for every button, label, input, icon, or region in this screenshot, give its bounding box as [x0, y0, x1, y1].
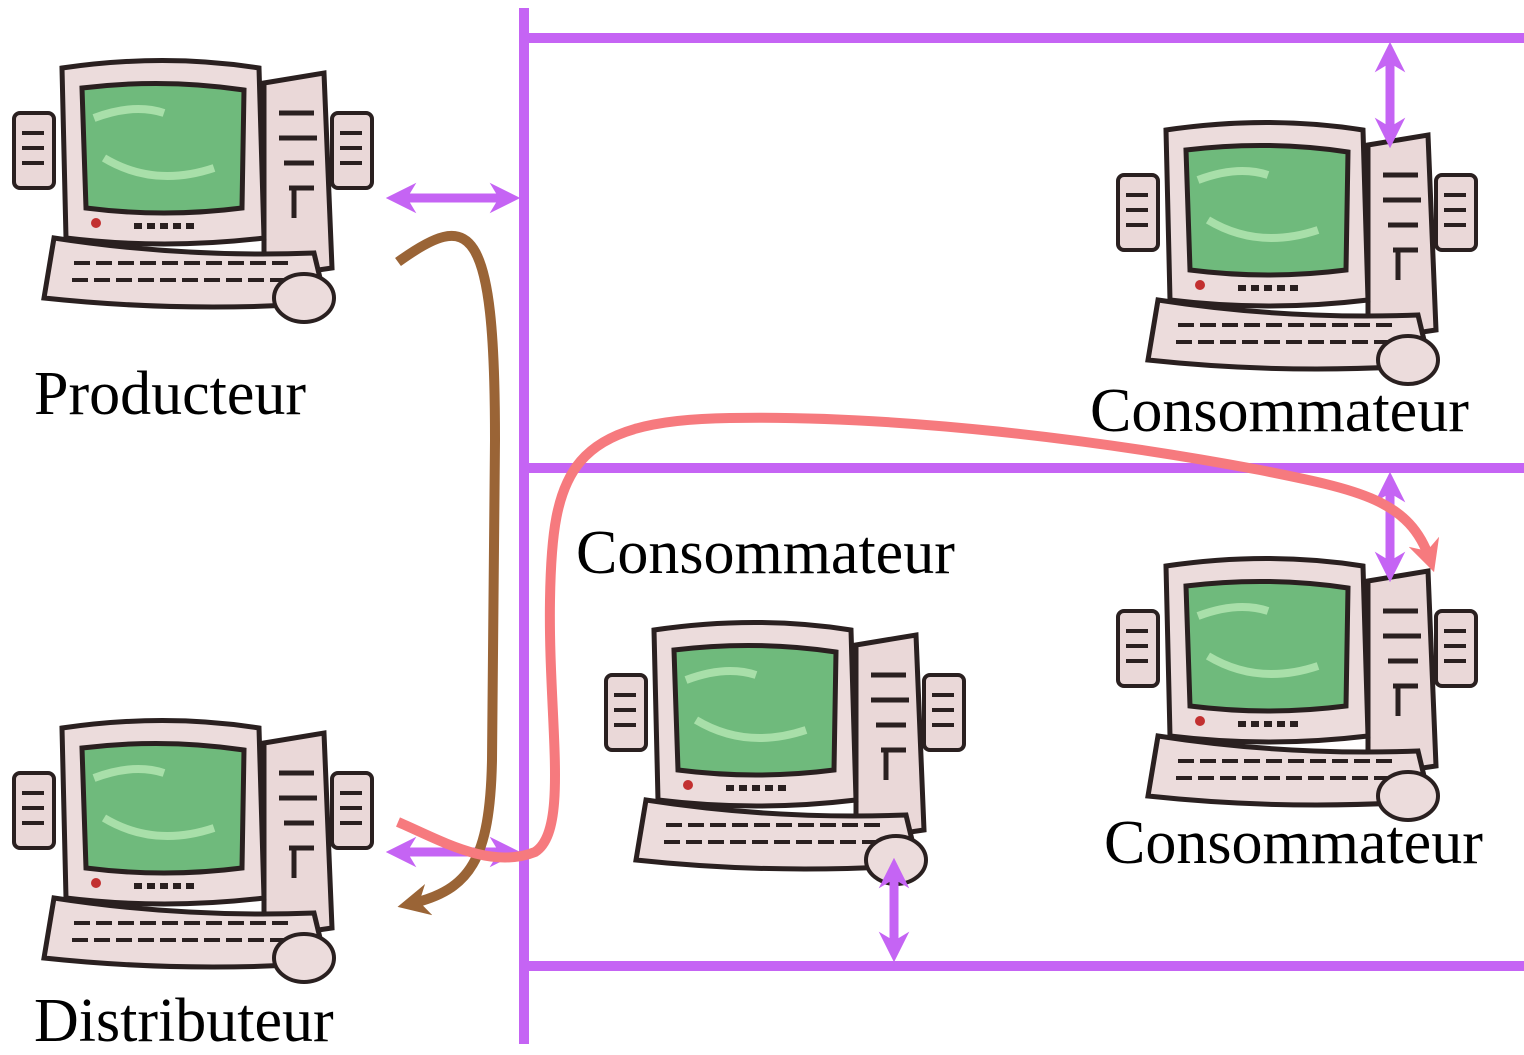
consommateur-3-computer-icon [1118, 559, 1476, 821]
consommateur-2-label: Consommateur [576, 519, 955, 587]
producteur-label: Producteur [34, 360, 307, 428]
consommateur-2-computer-icon [606, 623, 964, 885]
consommateur-3-label: Consommateur [1104, 809, 1483, 877]
network-bus [519, 8, 1524, 1044]
consommateur-1-label: Consommateur [1090, 377, 1469, 445]
consommateur-1-computer-icon [1118, 123, 1476, 385]
distributeur-label: Distributeur [34, 987, 334, 1055]
producteur-computer-icon [14, 61, 372, 323]
distributeur-computer-icon [14, 721, 372, 983]
producteur-to-distributeur-flow-arrow [395, 230, 501, 916]
distributeur-to-consommateur-flow-arrow [396, 412, 1440, 863]
